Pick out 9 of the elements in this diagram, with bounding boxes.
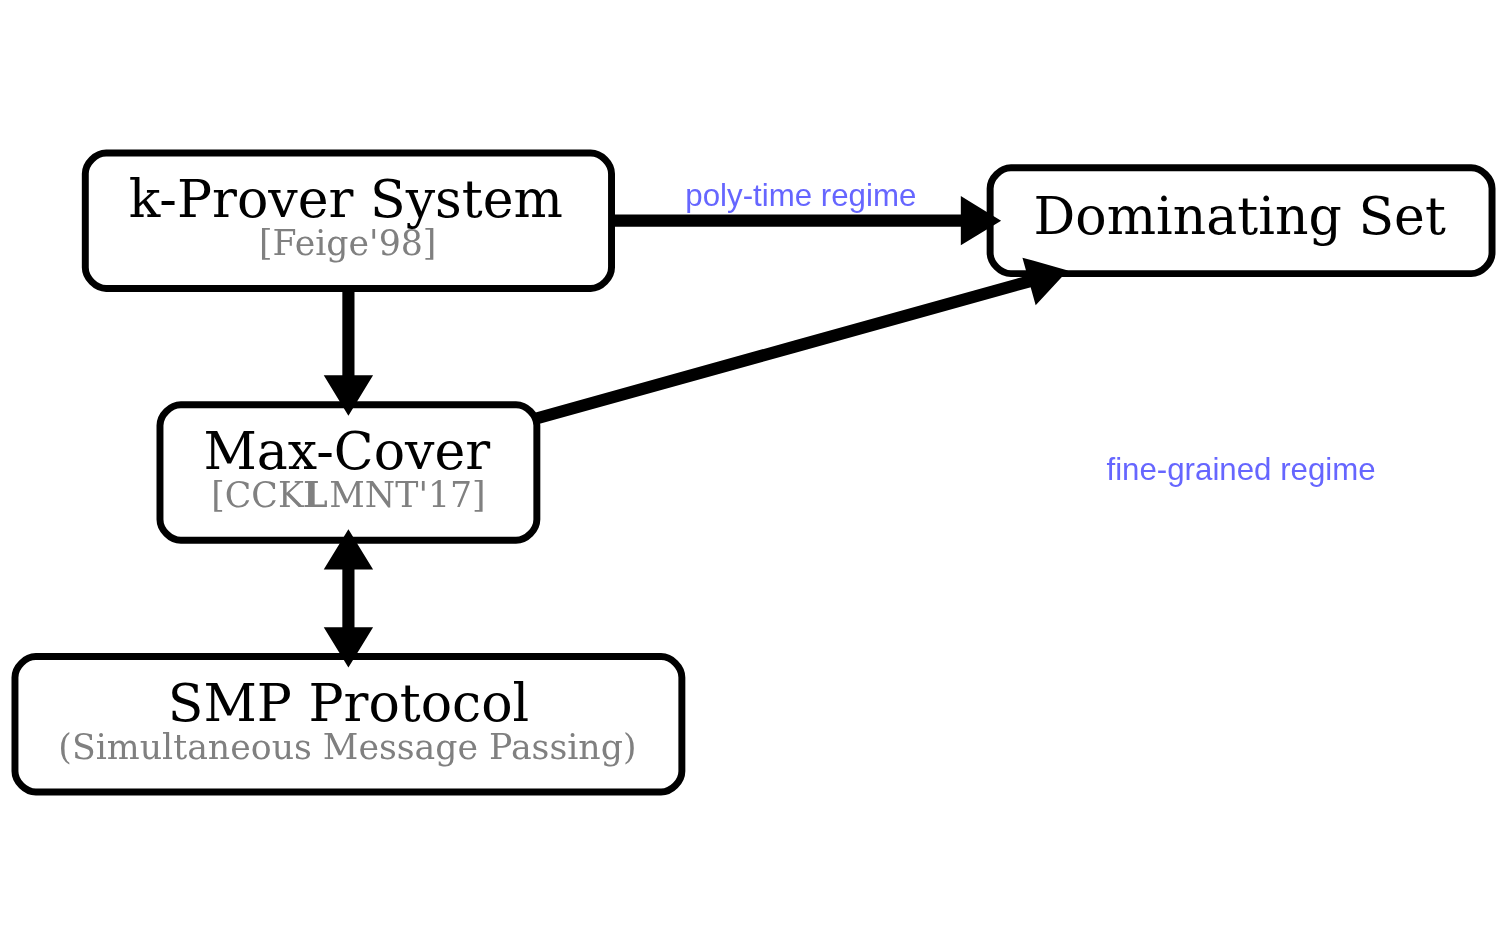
node-box: SMP Protocol (Simultaneous Message Passing): [11, 653, 686, 796]
arrow: [612, 196, 1002, 246]
label: fine-grained regime: [1106, 452, 1376, 488]
edge-label: poly-time regime: [685, 177, 917, 213]
node-box: Max-Cover [CCKLMNT'17]: [156, 401, 541, 544]
arrow: [535, 257, 1068, 425]
node-box: k-Prover System [Feige'98]: [81, 149, 615, 292]
arrow: [323, 529, 374, 668]
node-box: Dominating Set: [986, 164, 1496, 278]
